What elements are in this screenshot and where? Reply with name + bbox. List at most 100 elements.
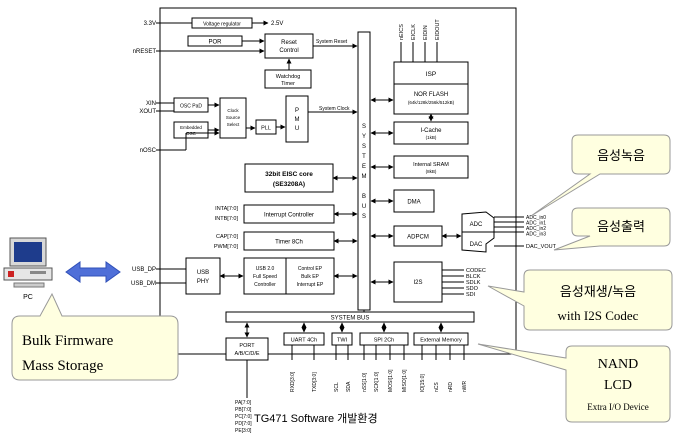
system-bus-vertical-letter: S [362,214,366,220]
system-reset-label: System Reset [316,39,348,45]
por-label: POR [208,40,222,46]
icache-label-1: I-Cache [420,128,442,134]
pin-xin: XIN [146,101,156,107]
uart-label: UART 4Ch [291,338,317,344]
callout-output-text: 음성출력 [597,220,645,235]
icache-label-2: (1kB) [426,135,437,140]
bottom-pin-label: nWR [462,381,468,393]
pin-nosc: nOSC [140,148,157,154]
dma-block [393,189,435,213]
reset-control-label-2: Control [279,48,298,54]
adc-pin-1: ADC_in1 [526,221,546,227]
bottom-pin-label: RXD[3:0] [290,371,296,392]
system-bus-label: SYSTEM BUS [331,316,370,322]
uart-block [283,332,325,346]
pin-xout: XOUT [139,109,156,115]
port-pin-pe: PE[3:0] [235,428,252,434]
usb-fs-label-2: Full Speed [253,274,277,280]
spi-block [359,332,409,346]
port-label-2: A/B/C/D/E [234,351,259,357]
bottom-pin-label: TXD[3:0] [312,372,318,392]
adc-pin-3: ADC_in3 [526,232,546,238]
system-bus-vertical-letter: Y [362,134,366,140]
pin-inta: INTA[7:0] [215,206,238,212]
usb-fs-label-1: USB 2.0 [256,266,275,272]
sram-label-1: Internal SRAM [413,162,449,168]
callout-bulk-text-2: Mass Storage [22,358,104,374]
usb-fs-label-3: Controller [254,282,276,288]
callout-recording-text: 음성녹음 [597,149,645,164]
port-pin-pd: PD[7:0] [235,421,252,427]
callout-i2s-text-1: 음성재생/녹음 [560,285,636,300]
spi-label: SPI 2Ch [374,338,394,344]
isp-pin-eidout: EIDOUT [435,19,441,40]
usb-ep-label-1: Control EP [298,266,323,272]
callout-bulk: Bulk Firmware Mass Storage [11,292,179,381]
osc-pad-label: OSC PaD [180,104,202,110]
isp-pin-eidin: EIDIN [423,25,429,40]
port-pin-pb: PB[7:0] [235,407,252,413]
timer-label: Timer 8Ch [275,240,303,246]
page-title: TG471 Software 개발환경 [254,412,378,425]
dac-label: DAC [470,242,483,248]
bottom-pin-label: SDA [346,381,352,392]
bottom-pin-label: SCK[1:0] [374,371,380,392]
nor-flash-label-1: NOR FLASH [414,92,448,98]
clock-select-block [219,97,247,139]
adc-pin-0: ADC_in0 [526,215,546,221]
usb-phy-block [185,257,221,295]
voltage-regulator-label: Voltage regulator [203,22,241,28]
callout-nand-text-2: LCD [604,378,632,393]
i2s-block [393,261,443,303]
dac-pin: DAC_VOUT [526,244,557,250]
pc-label: PC [23,294,33,301]
callout-i2s-text-2: with I2S Codec [558,308,639,323]
system-bus-vertical-letter: S [362,124,366,130]
pin-usb-dp: USB_DP [132,267,156,273]
twi-label: TWI [337,338,348,344]
usb-ep-label-2: Bulk EP [301,274,319,280]
clock-select-label-1: Clock [227,108,239,113]
pin-3v3: 3.3V [144,21,156,27]
watchdog-label-2: Timer [281,81,295,87]
system-bus-vertical-letter: U [362,204,366,210]
icache-block [393,121,469,145]
clock-select-label-3: Select [227,122,240,127]
isp-flash-block [393,61,469,115]
i2s-pin-blck: BLCK [466,274,481,280]
pmu-block [285,95,309,143]
callout-i2s: 음성재생/녹음 with I2S Codec [487,269,673,331]
core-label-1: 32bit EISC core [265,171,313,178]
pmu-label-u: U [295,126,299,132]
reset-control-block [264,33,314,59]
system-bus-vertical-letter: M [362,174,367,180]
bottom-pin-label: MISO[1:0] [402,369,408,392]
bottom-pin-labels: RXD[3:0] TXD[3:0] SCL SDA nSS[1:0] SCK[1:0] MO… [290,345,468,392]
i2s-pin-sdo: SDO [466,286,479,292]
system-bus-vertical [357,31,371,311]
twi-block [331,332,353,346]
isp-label: ISP [426,71,436,78]
bottom-pin-label: MOSI[1:0] [388,369,394,392]
isp-pin-eiclk: EICLK [411,24,417,40]
callout-recording: 음성녹음 [530,134,671,217]
adpcm-label: ADPCM [407,235,429,241]
port-pin-pa: PA[7:0] [235,400,252,406]
v25-label: 2.5V [271,21,283,27]
system-bus-vertical-letter: S [362,144,366,150]
core-block [244,163,334,193]
bottom-pin-label: IO[15:0] [420,374,426,392]
callout-nand: NAND LCD Extra I/O Device [477,343,671,423]
bottom-pin-label: nSS[1:0] [362,372,368,392]
dma-label: DMA [407,200,420,206]
pin-pwm: PWM[7:0] [214,244,239,250]
pmu-label-p: P [295,108,299,114]
embedded-osc-label-1: Embedded [180,125,202,130]
usb-phy-label-2: PHY [197,279,209,285]
bottom-pin-label: nCS [434,382,440,392]
isp-pin-neics: nEICS [399,24,405,40]
port-label-1: PORT [239,343,255,349]
bottom-pin-label: SCL [334,382,340,392]
system-bus-vertical-letter: E [362,164,366,170]
